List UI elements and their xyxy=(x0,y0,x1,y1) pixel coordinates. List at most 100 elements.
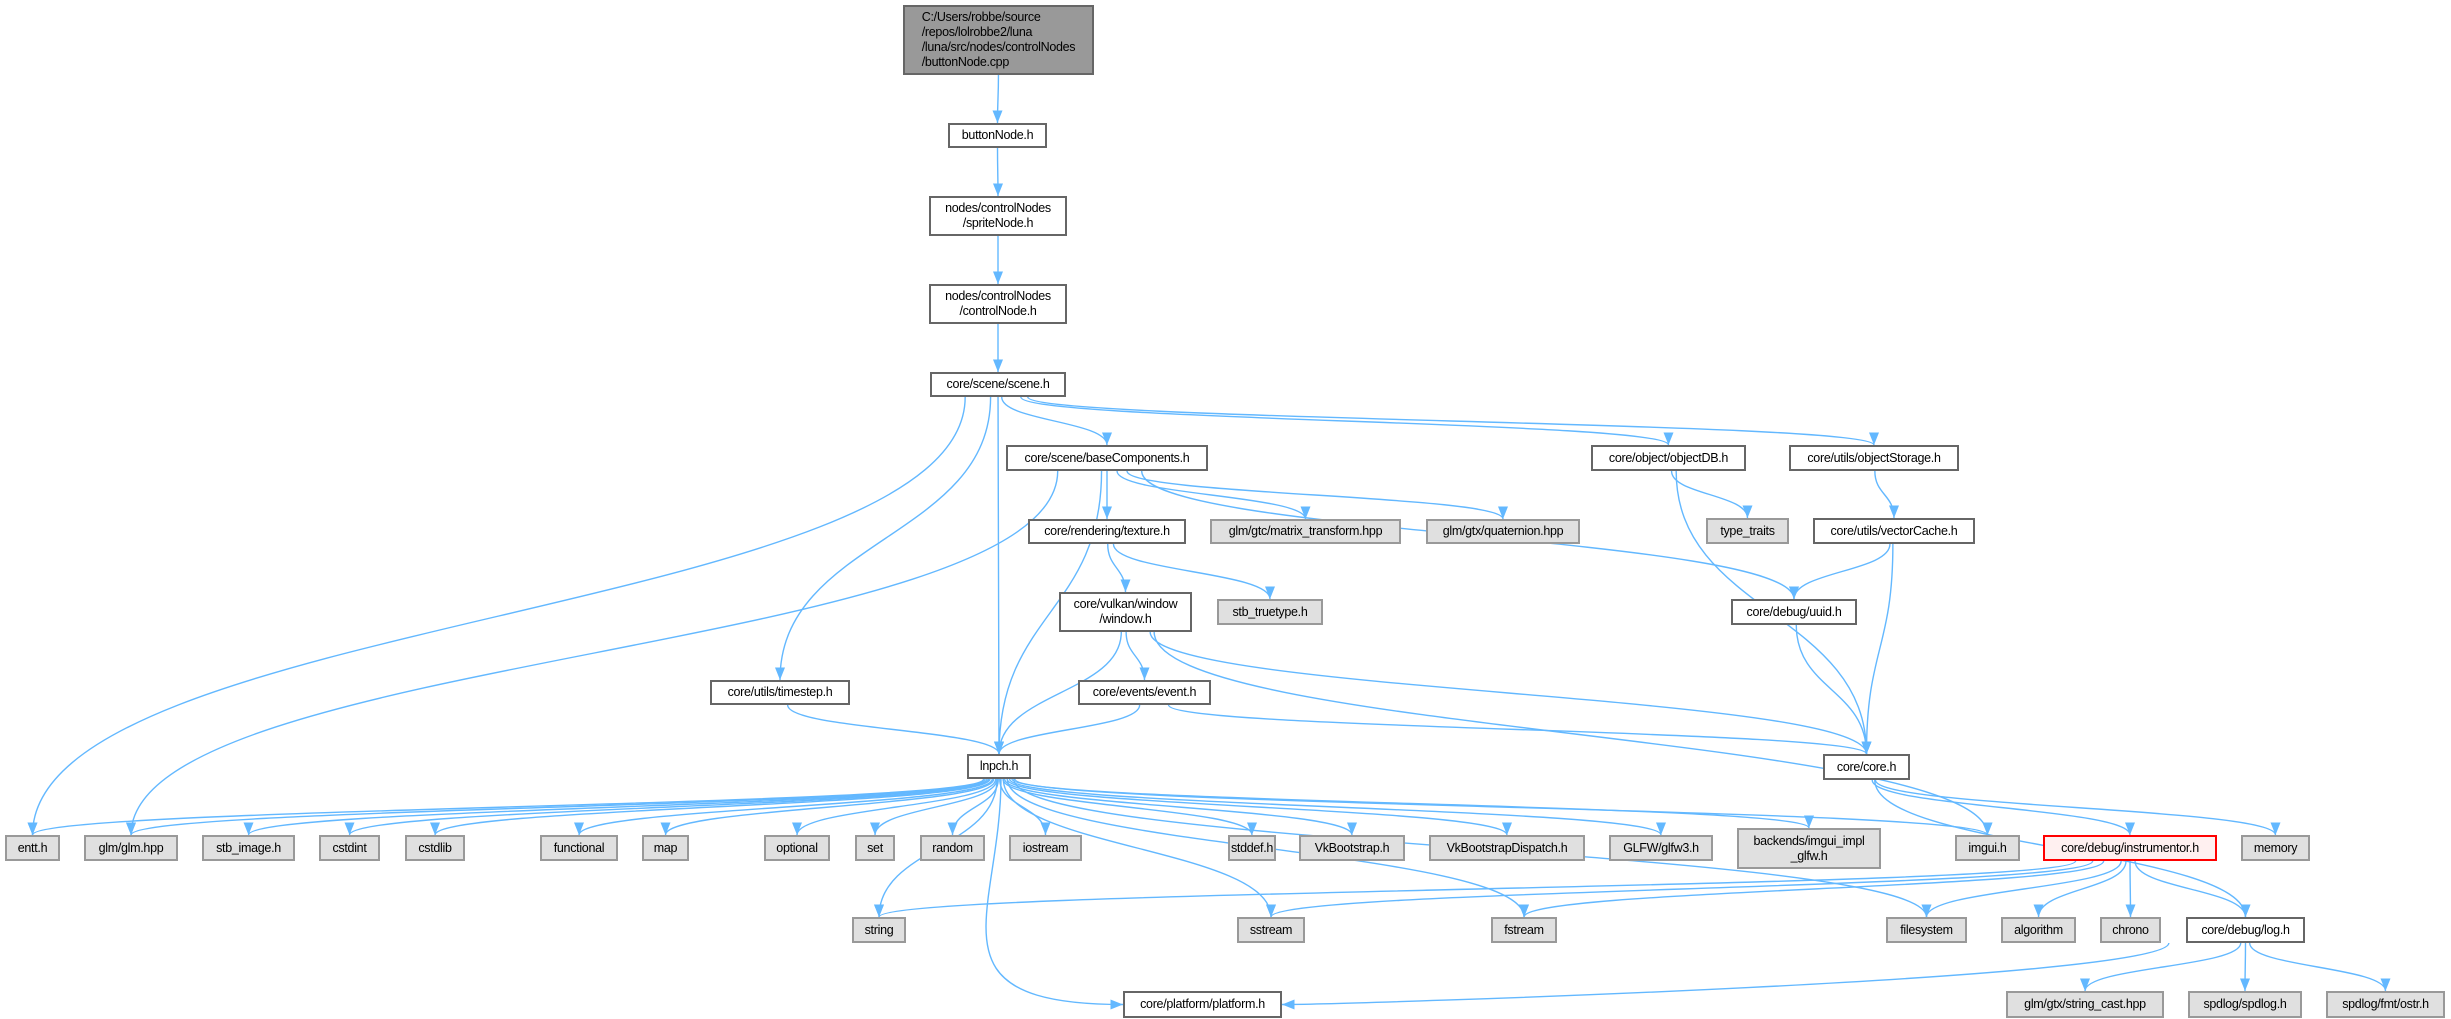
graph-node-matrix_transform[interactable]: glm/gtc/matrix_transform.hpp xyxy=(1210,519,1401,544)
edge-log-to-string_cast xyxy=(2080,942,2242,992)
graph-node-spdlog[interactable]: spdlog/spdlog.h xyxy=(2188,991,2302,1018)
graph-node-cstdlib[interactable]: cstdlib xyxy=(405,835,465,861)
graph-node-glm[interactable]: glm/glm.hpp xyxy=(84,835,178,861)
graph-node-set[interactable]: set xyxy=(855,835,895,861)
graph-node-optional[interactable]: optional xyxy=(764,835,830,861)
node-label: core/rendering/texture.h xyxy=(1044,524,1170,538)
node-label: cstdlib xyxy=(418,840,452,855)
edge-objectStorage-to-vectorCache xyxy=(1874,470,1900,519)
edge-vectorCache-to-core xyxy=(1861,543,1894,755)
node-label: VkBootstrapDispatch.h xyxy=(1446,840,1568,855)
node-label: glm/gtx/string_cast.hpp xyxy=(2024,997,2146,1011)
edge-root-to-buttonNode xyxy=(992,74,1003,124)
graph-node-objectStorage[interactable]: core/utils/objectStorage.h xyxy=(1789,445,1959,471)
edge-texture-to-stb_truetype xyxy=(1112,543,1275,600)
graph-node-algorithm[interactable]: algorithm xyxy=(2001,917,2076,943)
node-label: filesystem xyxy=(1900,922,1953,937)
graph-node-memory[interactable]: memory xyxy=(2241,835,2310,861)
node-label: core/debug/instrumentor.h xyxy=(2061,840,2199,855)
edge-lnpch-to-glfw3 xyxy=(1008,778,1666,836)
node-label: cstdint xyxy=(332,840,367,855)
node-label: GLFW/glfw3.h xyxy=(1623,840,1699,855)
graph-node-texture[interactable]: core/rendering/texture.h xyxy=(1028,519,1186,544)
edge-objectDB-to-type_traits xyxy=(1670,470,1753,519)
graph-node-window[interactable]: core/vulkan/window /window.h xyxy=(1059,592,1192,632)
graph-node-imgui_impl[interactable]: backends/imgui_impl _glfw.h xyxy=(1737,828,1881,869)
edge-timestep-to-lnpch xyxy=(786,704,1004,755)
edge-lnpch-to-sstream xyxy=(1002,778,1276,918)
graph-node-ostr[interactable]: spdlog/fmt/ostr.h xyxy=(2326,991,2445,1018)
node-label: entt.h xyxy=(17,840,48,855)
node-label: buttonNode.h xyxy=(961,128,1034,142)
graph-node-controlNode[interactable]: nodes/controlNodes /controlNode.h xyxy=(929,284,1067,324)
edge-lnpch-to-set xyxy=(870,778,998,836)
graph-node-cstdint[interactable]: cstdint xyxy=(319,835,380,861)
graph-node-scene[interactable]: core/scene/scene.h xyxy=(930,372,1066,397)
graph-node-fstream[interactable]: fstream xyxy=(1491,917,1557,943)
node-label: VkBootstrap.h xyxy=(1314,840,1390,855)
graph-node-imgui[interactable]: imgui.h xyxy=(1955,835,2020,861)
node-label: map xyxy=(653,840,678,855)
graph-node-filesystem[interactable]: filesystem xyxy=(1886,917,1967,943)
edge-instrumentor-to-filesystem xyxy=(1921,860,2122,918)
graph-node-VkBootstrap[interactable]: VkBootstrap.h xyxy=(1299,835,1405,861)
node-label: core/debug/uuid.h xyxy=(1746,604,1842,619)
graph-node-functional[interactable]: functional xyxy=(540,835,618,861)
node-label: nodes/controlNodes /spriteNode.h xyxy=(945,201,1051,230)
node-label: lnpch.h xyxy=(979,759,1019,773)
edge-lnpch-to-platform xyxy=(985,778,1124,1010)
edge-baseComponents-to-glm xyxy=(126,470,1059,836)
node-label: backends/imgui_impl _glfw.h xyxy=(1753,833,1865,863)
graph-node-instrumentor[interactable]: core/debug/instrumentor.h xyxy=(2043,835,2217,861)
edge-lnpch-to-entt xyxy=(27,778,985,836)
edge-vectorCache-to-uuid xyxy=(1789,543,1891,600)
graph-node-iostream[interactable]: iostream xyxy=(1009,835,1082,861)
graph-node-string_cast[interactable]: glm/gtx/string_cast.hpp xyxy=(2006,991,2164,1018)
node-label: core/utils/vectorCache.h xyxy=(1830,523,1958,538)
graph-node-log[interactable]: core/debug/log.h xyxy=(2186,917,2305,943)
graph-node-VkBootstrapDispatch[interactable]: VkBootstrapDispatch.h xyxy=(1429,835,1585,861)
edge-log-to-ostr xyxy=(2248,942,2391,992)
graph-node-uuid[interactable]: core/debug/uuid.h xyxy=(1731,599,1857,625)
node-label: core/scene/scene.h xyxy=(946,377,1050,391)
graph-node-type_traits[interactable]: type_traits xyxy=(1706,518,1789,544)
edge-lnpch-to-stddef xyxy=(1002,778,1257,836)
graph-node-objectDB[interactable]: core/object/objectDB.h xyxy=(1591,445,1746,471)
edge-lnpch-to-imgui xyxy=(1014,778,1993,836)
node-label: fstream xyxy=(1504,922,1544,937)
graph-node-lnpch[interactable]: lnpch.h xyxy=(967,754,1031,779)
edge-lnpch-to-optional xyxy=(792,778,997,836)
graph-node-spriteNode[interactable]: nodes/controlNodes /spriteNode.h xyxy=(929,196,1067,236)
edge-lnpch-to-cstdlib xyxy=(430,778,991,836)
edge-texture-to-window xyxy=(1107,543,1131,593)
graph-node-stddef[interactable]: stddef.h xyxy=(1228,835,1276,861)
graph-node-timestep[interactable]: core/utils/timestep.h xyxy=(710,680,850,705)
graph-node-glfw3[interactable]: GLFW/glfw3.h xyxy=(1609,835,1713,861)
node-label: glm/gtx/quaternion.hpp xyxy=(1442,524,1564,538)
graph-node-chrono[interactable]: chrono xyxy=(2100,917,2161,943)
node-label: nodes/controlNodes /controlNode.h xyxy=(945,289,1051,318)
graph-node-sstream[interactable]: sstream xyxy=(1237,917,1305,943)
graph-node-platform[interactable]: core/platform/platform.h xyxy=(1123,991,1282,1018)
graph-node-event[interactable]: core/events/event.h xyxy=(1078,680,1211,705)
graph-node-entt[interactable]: entt.h xyxy=(5,835,60,861)
edge-window-to-lnpch xyxy=(993,631,1122,755)
graph-node-map[interactable]: map xyxy=(642,835,689,861)
node-label: stb_image.h xyxy=(216,840,281,855)
graph-node-random[interactable]: random xyxy=(920,835,985,861)
graph-node-core[interactable]: core/core.h xyxy=(1823,754,1910,780)
graph-node-string[interactable]: string xyxy=(852,917,906,943)
node-label: spdlog/spdlog.h xyxy=(2203,997,2287,1011)
graph-node-stb_image[interactable]: stb_image.h xyxy=(202,835,295,861)
graph-node-buttonNode[interactable]: buttonNode.h xyxy=(948,123,1047,148)
edge-uuid-to-core xyxy=(1795,624,1872,755)
node-label: functional xyxy=(553,840,605,855)
graph-node-baseComponents[interactable]: core/scene/baseComponents.h xyxy=(1006,445,1208,471)
graph-node-quaternion[interactable]: glm/gtx/quaternion.hpp xyxy=(1426,519,1580,544)
edge-baseComponents-to-quaternion xyxy=(1126,470,1508,520)
graph-node-stb_truetype[interactable]: stb_truetype.h xyxy=(1217,599,1323,625)
graph-node-vectorCache[interactable]: core/utils/vectorCache.h xyxy=(1813,518,1975,544)
edge-window-to-event xyxy=(1125,631,1150,681)
